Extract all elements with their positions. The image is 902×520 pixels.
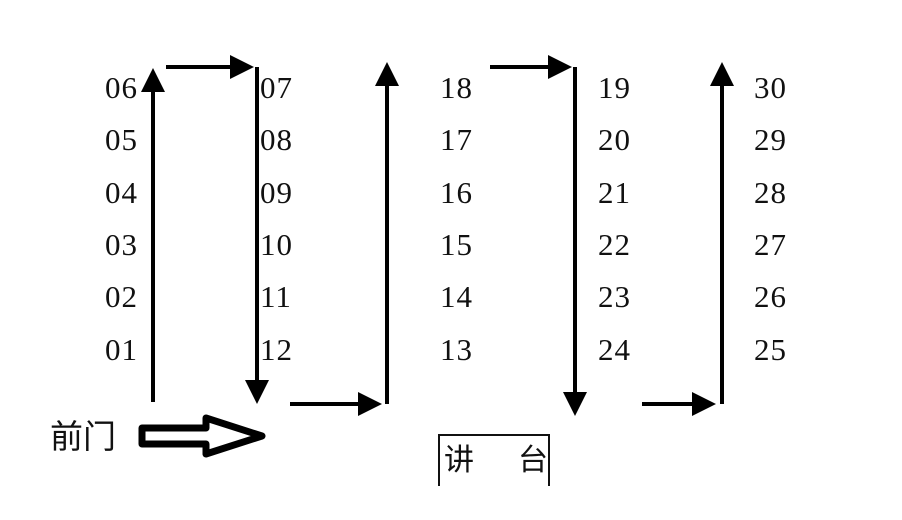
seat-number: 22 (598, 227, 631, 262)
seat-number: 23 (598, 279, 631, 314)
seat-number: 20 (598, 122, 631, 157)
seat-number: 03 (105, 227, 138, 262)
seat-number: 15 (440, 227, 473, 262)
seat-number: 09 (260, 175, 293, 210)
seat-number: 21 (598, 175, 631, 210)
front-door-label: 前门 (50, 417, 116, 456)
podium-label-char-2: 台 (518, 443, 548, 478)
seat-number: 05 (105, 122, 138, 157)
seat-number: 16 (440, 175, 473, 210)
seat-number: 08 (260, 122, 293, 157)
seat-number: 17 (440, 122, 473, 157)
seat-number: 27 (754, 227, 787, 262)
seat-number: 24 (598, 332, 631, 367)
seat-number: 30 (754, 70, 787, 105)
seat-number: 10 (260, 227, 293, 262)
seat-number: 07 (260, 70, 293, 105)
seat-number: 04 (105, 175, 138, 210)
seat-number: 01 (105, 332, 138, 367)
seat-number: 12 (260, 332, 293, 367)
podium-box: 讲 台 (438, 434, 550, 486)
podium-label-char-1: 讲 (444, 443, 474, 478)
seat-number: 19 (598, 70, 631, 105)
seat-number: 25 (754, 332, 787, 367)
seat-number: 13 (440, 332, 473, 367)
seat-number: 06 (105, 70, 138, 105)
seat-number: 11 (260, 279, 292, 314)
seat-number: 18 (440, 70, 473, 105)
seat-number: 02 (105, 279, 138, 314)
seat-number: 29 (754, 122, 787, 157)
seat-number: 26 (754, 279, 787, 314)
seat-number: 14 (440, 279, 473, 314)
door-entry-arrow-icon (138, 414, 266, 458)
seat-number: 28 (754, 175, 787, 210)
